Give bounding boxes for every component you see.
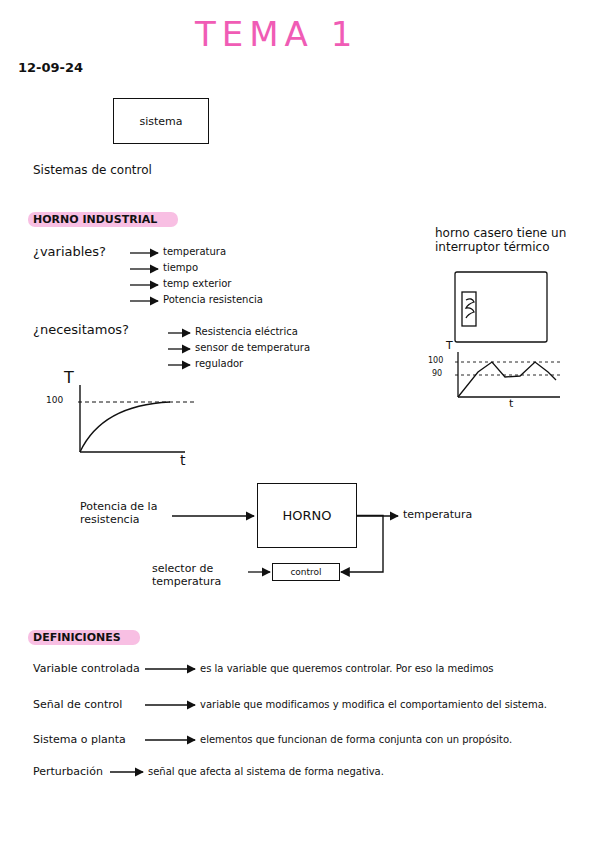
step-response-chart	[78, 385, 195, 452]
note-text: Potencia resistencia	[163, 294, 263, 306]
note-text: ¿variables?	[33, 244, 106, 260]
page-title: TEMA 1	[195, 14, 358, 54]
note-text: Potencia de la resistencia	[80, 500, 170, 526]
thermostat-chart	[455, 352, 562, 397]
note-text: Sistemas de control	[33, 163, 152, 177]
note-text: Resistencia eléctrica	[195, 326, 298, 338]
note-text: Perturbación	[33, 765, 103, 778]
highlight-band	[28, 212, 178, 227]
note-text: T	[446, 339, 453, 352]
highlight-band	[28, 630, 140, 645]
note-text: 100	[428, 356, 443, 366]
note-text: 12-09-24	[18, 60, 83, 76]
process-box: sistema	[113, 98, 209, 144]
note-text: es la variable que queremos controlar. P…	[200, 663, 494, 675]
note-text: HORNO INDUSTRIAL	[33, 213, 157, 226]
note-text: temp exterior	[163, 278, 231, 290]
note-text: señal que afecta al sistema de forma neg…	[148, 766, 384, 778]
process-box: control	[272, 563, 340, 581]
note-text: DEFINICIONES	[33, 631, 121, 644]
box-label: HORNO	[283, 508, 332, 523]
box-label: sistema	[139, 115, 182, 128]
note-text: selector de temperatura	[152, 562, 244, 588]
box-label: control	[290, 567, 321, 577]
home-oven-drawing	[455, 272, 547, 342]
note-text: ¿necesitamos?	[33, 322, 129, 338]
note-text: 90	[432, 369, 442, 379]
note-text: variable que modificamos y modifica el c…	[200, 699, 547, 711]
note-text: tiempo	[163, 262, 198, 274]
note-text: T	[64, 368, 74, 387]
note-text: horno casero tiene un interruptor térmic…	[435, 226, 585, 255]
process-box: HORNO	[257, 483, 357, 548]
note-text: Señal de control	[33, 698, 122, 711]
note-text: elementos que funcionan de forma conjunt…	[200, 734, 512, 746]
note-text: temperatura	[403, 508, 472, 521]
note-text: 100	[46, 395, 63, 406]
note-text: sensor de temperatura	[195, 342, 310, 354]
note-text: temperatura	[163, 246, 226, 258]
note-text: regulador	[195, 358, 243, 370]
note-text: Sistema o planta	[33, 733, 126, 746]
note-text: Variable controlada	[33, 662, 140, 675]
note-text: t	[180, 452, 186, 469]
note-text: t	[509, 397, 513, 410]
